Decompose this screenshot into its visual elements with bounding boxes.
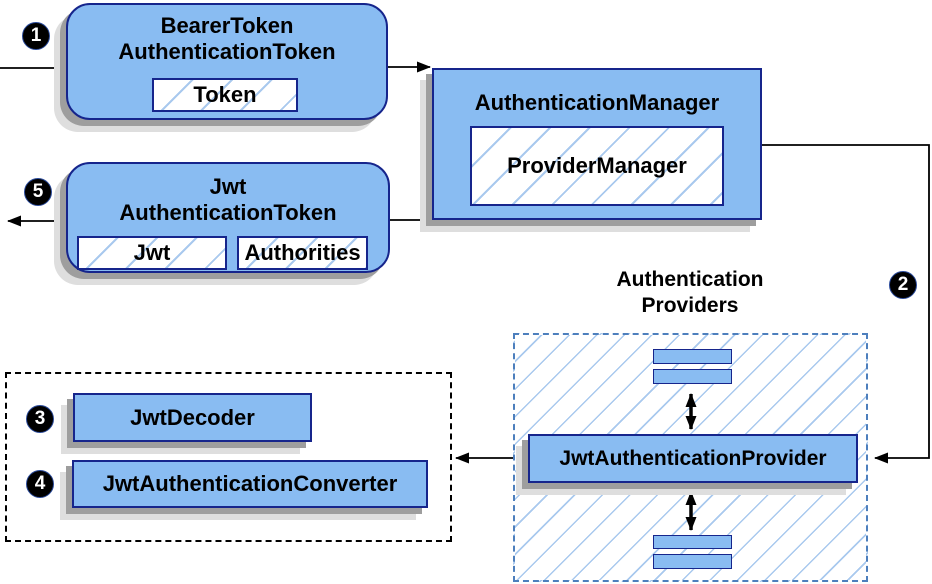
provider-list-bar <box>653 349 732 364</box>
jwt-authentication-provider-title: JwtAuthenticationProvider <box>559 446 827 470</box>
provider-list-bar <box>653 535 732 549</box>
jwt-decoder-node: JwtDecoder <box>73 393 312 442</box>
jwt-token-node-title: Jwt AuthenticationToken <box>68 174 388 226</box>
step-2-badge: 2 <box>889 271 917 299</box>
jwt-chip: Jwt <box>77 236 227 270</box>
step-3-badge: 3 <box>26 405 54 433</box>
jwt-token-title-line1: Jwt <box>209 174 247 199</box>
providers-label-line2: Providers <box>641 294 739 317</box>
provider-list-bar <box>653 369 732 384</box>
jwt-token-title-line2: AuthenticationToken <box>119 200 337 225</box>
providers-label-line1: Authentication <box>616 268 764 291</box>
jwt-authentication-converter-node: JwtAuthenticationConverter <box>72 460 428 508</box>
jwt-decoder-title: JwtDecoder <box>130 404 255 430</box>
manager-to-provider-arrow <box>762 144 930 464</box>
authentication-manager-title: AuthenticationManager <box>434 90 760 116</box>
jwt-authentication-token-node: Jwt AuthenticationToken Jwt Authorities <box>66 162 390 273</box>
step-1-badge: 1 <box>22 22 50 50</box>
authentication-manager-node: AuthenticationManager ProviderManager <box>432 68 762 220</box>
jwt-support-components-container <box>5 372 452 542</box>
authentication-providers-label: Authentication Providers <box>560 267 820 319</box>
bearer-token-authentication-token-node: BearerToken AuthenticationToken Token <box>66 3 388 120</box>
provider-manager-chip: ProviderManager <box>470 126 724 206</box>
bearer-token-node-title: BearerToken AuthenticationToken <box>68 13 386 65</box>
authorities-chip: Authorities <box>237 236 368 270</box>
authentication-manager-title-text: AuthenticationManager <box>474 90 720 115</box>
step-5-badge: 5 <box>24 178 52 206</box>
step-4-badge: 4 <box>26 470 54 498</box>
jwt-authentication-provider-node: JwtAuthenticationProvider <box>528 434 858 483</box>
provider-list-bar <box>653 554 732 569</box>
token-chip: Token <box>152 78 298 112</box>
bearer-token-title-line1: BearerToken <box>160 13 294 38</box>
jwt-authentication-converter-title: JwtAuthenticationConverter <box>102 471 398 496</box>
bearer-token-title-line2: AuthenticationToken <box>118 39 336 64</box>
